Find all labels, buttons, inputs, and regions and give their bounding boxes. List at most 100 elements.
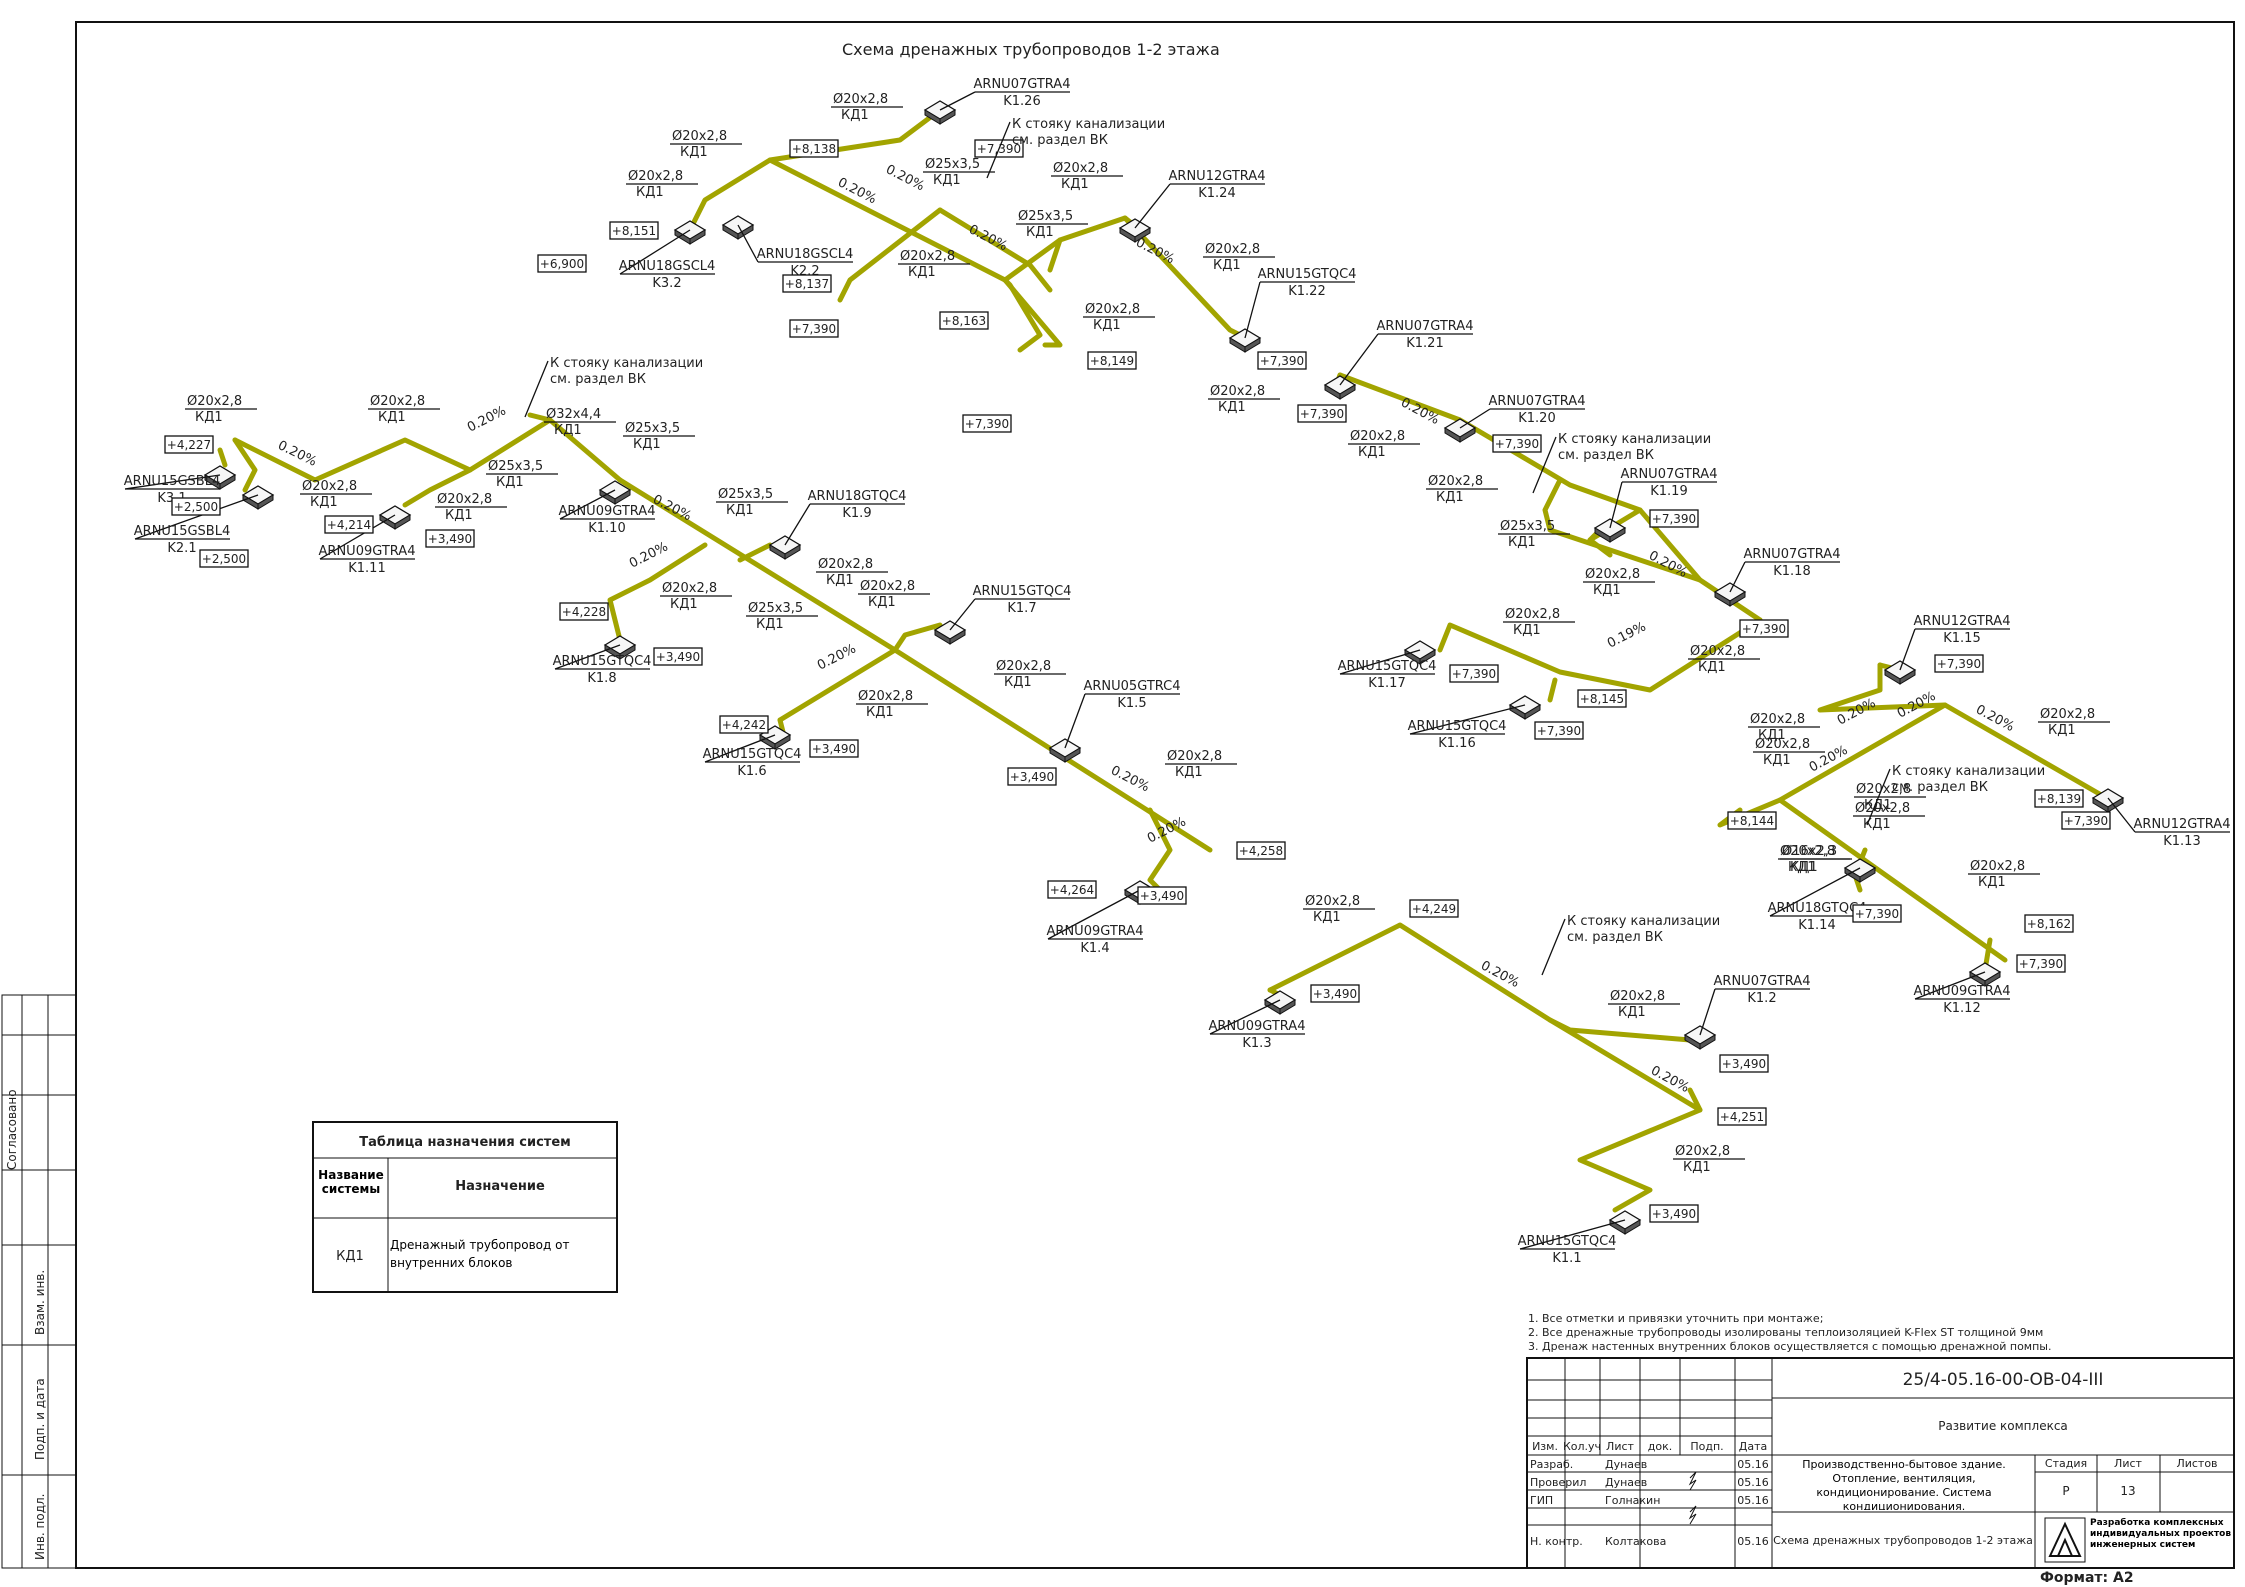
svg-text:+7,390: +7,390 [965,417,1009,431]
unit-tag: K1.2 [1747,991,1776,1006]
unit-model: ARNU15GTQC4 [1518,1234,1617,1249]
unit-tag: K1.6 [737,764,766,779]
side-stamp-replace: Взам. инв. [33,1270,47,1335]
signature-icon [1688,1471,1697,1525]
stamp-sheets-h: Листов [2176,1457,2217,1470]
svg-text:КД1: КД1 [1004,675,1032,690]
svg-text:+4,214: +4,214 [327,518,371,532]
unit-model: ARNU15GTQC4 [1338,659,1437,674]
elevation-mark: +8,163 [939,311,989,330]
unit-model: ARNU18GTQC4 [1768,901,1867,916]
svg-text:+4,264: +4,264 [1050,883,1094,897]
svg-text:+3,490: +3,490 [1722,1057,1766,1071]
svg-text:К стояку канализации: К стояку канализации [1567,914,1720,929]
svg-text:К стояку канализации: К стояку канализации [1012,117,1165,132]
legend-row-desc: Дренажный трубопровод от внутренних блок… [390,1238,570,1270]
svg-text:КД1: КД1 [680,145,708,160]
stamp-stage: Р [2062,1484,2069,1498]
svg-text:КД1: КД1 [378,410,406,425]
svg-text:+7,390: +7,390 [1452,667,1496,681]
unit-tag: K1.1 [1552,1251,1581,1266]
slope-label: 0.20% [966,222,1010,254]
svg-text:+4,228: +4,228 [562,605,606,619]
svg-text:см. раздел ВК: см. раздел ВК [1892,780,1988,795]
svg-text:Ø20x2,8: Ø20x2,8 [1855,801,1910,816]
svg-text:+8,138: +8,138 [792,142,836,156]
svg-text:Ø20x2,8: Ø20x2,8 [1675,1144,1730,1159]
svg-text:КД1: КД1 [1683,1160,1711,1175]
svg-text:Ø20x2,8: Ø20x2,8 [818,557,873,572]
svg-text:КД1: КД1 [1758,728,1786,743]
svg-text:+7,390: +7,390 [1537,724,1581,738]
stamp-date: 05.16 [1737,1535,1769,1548]
svg-text:+4,251: +4,251 [1720,1110,1764,1124]
svg-text:Ø20x2,8: Ø20x2,8 [370,394,425,409]
elevation-mark: +4,251 [1717,1107,1767,1126]
unit-model: ARNU15GTQC4 [703,747,802,762]
svg-text:Ø25x3,5: Ø25x3,5 [925,157,980,172]
slope-label: 0.20% [1133,235,1177,267]
svg-text:Ø20x2,8: Ø20x2,8 [187,394,242,409]
stamp-sheet-h: Лист [2114,1457,2142,1470]
svg-text:КД1: КД1 [908,265,936,280]
unit-model: ARNU15GTQC4 [553,654,652,669]
svg-text:КД1: КД1 [1508,535,1536,550]
unit-tag: K1.24 [1198,186,1235,201]
elevation-mark: +2,500 [171,497,221,516]
stamp-company: Разработка комплексных индивидуальных пр… [2090,1518,2232,1550]
unit-tag: K1.3 [1242,1036,1271,1051]
svg-text:Ø20x2,8: Ø20x2,8 [1210,384,1265,399]
slope-label: 0.20% [1646,548,1690,581]
svg-text:см. раздел ВК: см. раздел ВК [1558,448,1654,463]
svg-text:+4,242: +4,242 [722,718,766,732]
unit-tag: K1.20 [1518,411,1555,426]
svg-text:Ø20x2,8: Ø20x2,8 [1205,242,1260,257]
elevation-mark: +3,490 [1007,767,1057,786]
unit-model: ARNU09GTRA4 [1209,1019,1306,1034]
svg-text:Ø20x2,8: Ø20x2,8 [833,92,888,107]
slope-label: 0.20% [1973,702,2017,735]
svg-text:+3,490: +3,490 [812,742,856,756]
unit-tag: K1.16 [1438,736,1475,751]
elevation-mark: +7,390 [1492,434,1542,453]
stamp-col: Подп. [1690,1440,1723,1453]
unit-model: ARNU09GTRA4 [1047,924,1144,939]
unit-tag: K1.19 [1650,484,1687,499]
stamp-role: Разраб. [1530,1458,1573,1471]
svg-text:КД1: КД1 [1175,765,1203,780]
elevation-mark: +8,149 [1087,351,1137,370]
unit-model: ARNU18GSCL4 [757,247,854,262]
svg-text:Ø20x2,8: Ø20x2,8 [1428,474,1483,489]
svg-text:Ø20x2,8: Ø20x2,8 [858,689,913,704]
svg-text:К стояку канализации: К стояку канализации [1558,432,1711,447]
elevation-mark: +3,490 [1310,984,1360,1003]
svg-text:КД1: КД1 [1788,860,1816,875]
unit-tag: K1.11 [348,561,385,576]
elevation-mark: +7,390 [1449,664,1499,683]
stamp-sheet: 13 [2120,1484,2135,1498]
